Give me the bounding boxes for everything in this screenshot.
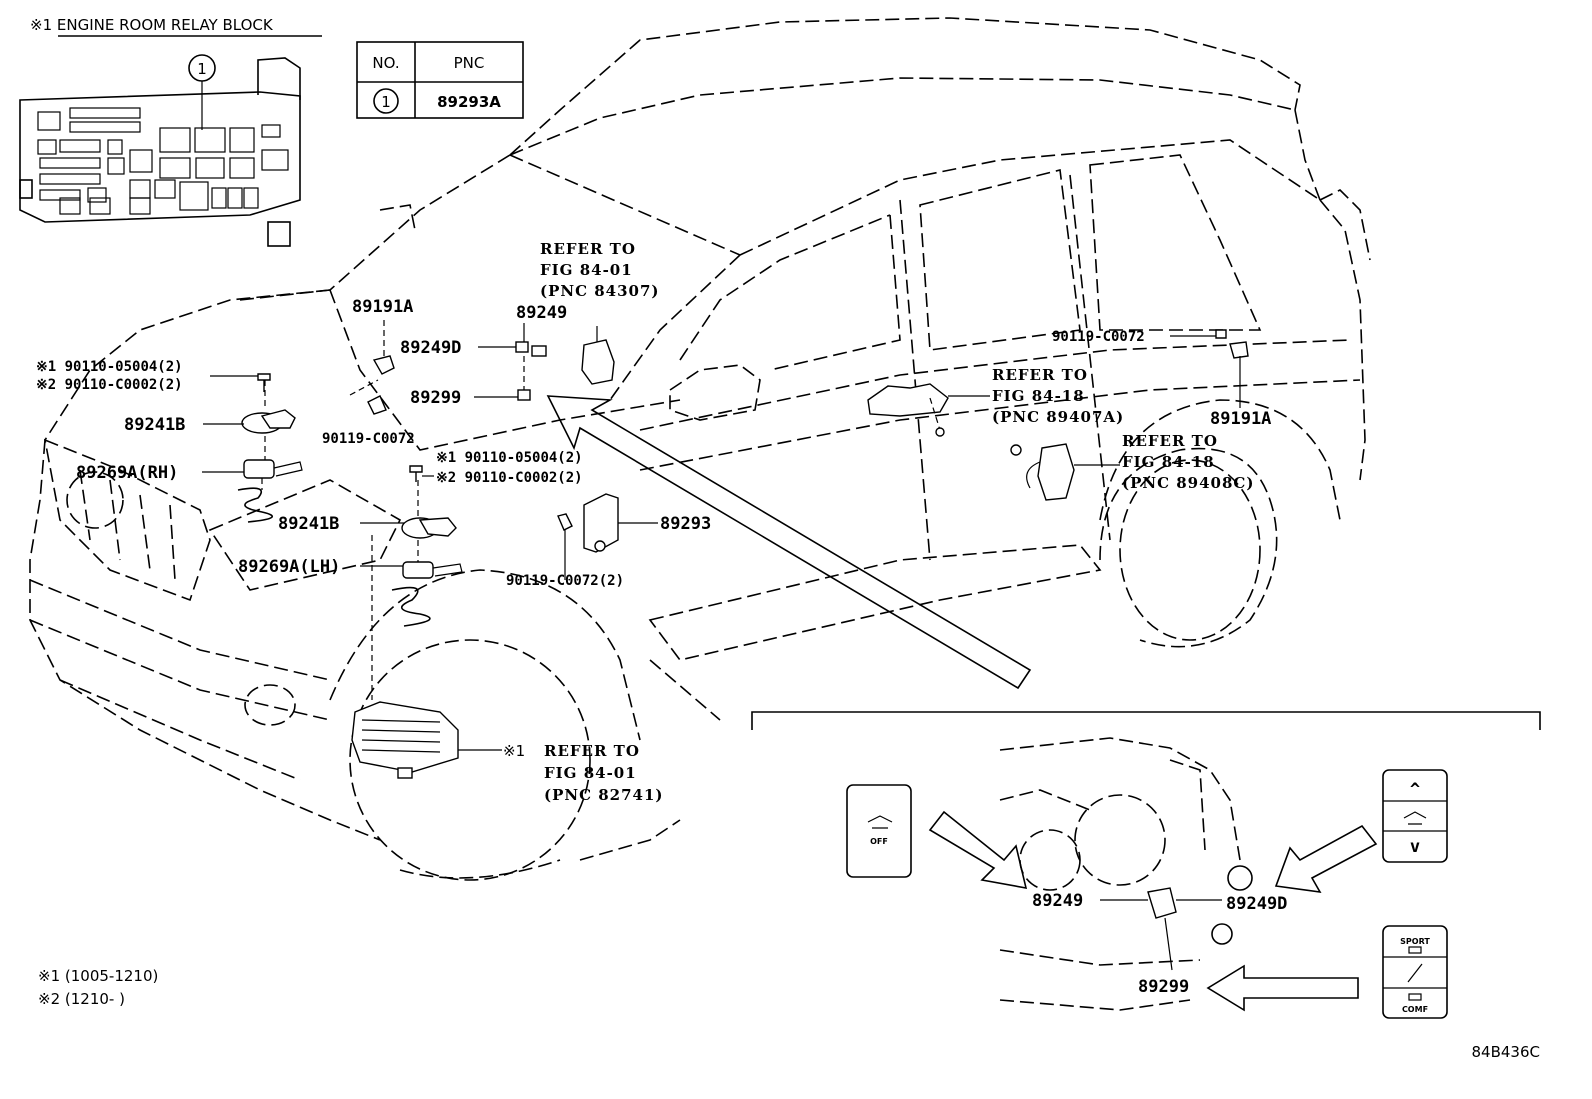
reference-84307: REFER TO FIG 84-01 (PNC 84307): [540, 240, 660, 300]
leader-lines: [202, 323, 1241, 751]
sensor-89191a-rear: [1215, 329, 1249, 359]
label-89299-top: 89299: [410, 388, 461, 408]
pnc-table: NO. PNC 1 89293A: [356, 41, 524, 119]
label-89249-top: 89249: [516, 303, 567, 323]
ref-82741-line1: REFER TO: [544, 742, 640, 760]
inset-dashboard: OFF ^ v SPORT COMF 89249 89249D 89299: [751, 711, 1541, 1019]
pnc-table-header-pnc: PNC: [454, 54, 485, 72]
switch-comf-label: COMF: [1402, 1005, 1428, 1014]
part-labels: 89191A 89249 89249D 89299 90119-C0072 ※1…: [36, 297, 1271, 760]
label-bolt-left-1: ※1 90110-05004(2): [36, 359, 183, 375]
ref-82741-line2: FIG 84-01: [544, 764, 637, 782]
label-89249d-top: 89249D: [400, 338, 461, 358]
figure-id: 84B436C: [1472, 1043, 1540, 1061]
height-sensor-lh: [371, 480, 463, 700]
label-89241b-rh: 89241B: [124, 415, 185, 435]
relay-box-lower: [351, 701, 459, 779]
label-bolt-mid-1: ※1 90110-05004(2): [436, 450, 583, 466]
label-89241b-lh: 89241B: [278, 514, 339, 534]
footnote-2: ※2 (1210- ): [38, 990, 125, 1008]
label-bolt-mid-2: ※2 90110-C0002(2): [436, 470, 583, 486]
ref-84307-line1: REFER TO: [540, 240, 636, 258]
actuator-84307: [581, 326, 615, 385]
inset-label-89249: 89249: [1032, 891, 1083, 911]
switch-down-label: v: [1410, 837, 1420, 857]
sensor-89191a-front: [349, 320, 395, 415]
ref-89407a-line2: FIG 84-18: [992, 387, 1085, 405]
relay-block-drawing: 1: [19, 54, 301, 247]
inset-label-89249d: 89249D: [1226, 894, 1287, 914]
ref-84307-line3: (PNC 84307): [540, 282, 660, 300]
label-89269a-rh: 89269A(RH): [76, 463, 178, 483]
switch-parts-top: [515, 341, 547, 401]
label-90119-top: 90119-C0072: [322, 431, 415, 447]
bolt-top-left: [257, 373, 271, 392]
reference-89407a: REFER TO FIG 84-18 (PNC 89407A): [992, 366, 1124, 426]
sensor-89408c: [1010, 443, 1075, 501]
ref-89407a-line3: (PNC 89407A): [992, 408, 1124, 426]
ref-89408c-line1: REFER TO: [1122, 432, 1218, 450]
footnotes: ※1 (1005-1210) ※2 (1210- ): [38, 967, 158, 1008]
reference-82741: REFER TO FIG 84-01 (PNC 82741): [544, 742, 664, 804]
reference-89408c: REFER TO FIG 84-18 (PNC 89408C): [1122, 432, 1254, 492]
sensor-89407a: [867, 383, 949, 437]
label-89191a-rear: 89191A: [1210, 409, 1271, 429]
vehicle-outline: [29, 17, 1371, 881]
pnc-table-row-no: 1: [381, 93, 391, 111]
label-90119-right: 90119-C0072: [1052, 329, 1145, 345]
switch-sport-label: SPORT: [1400, 937, 1430, 946]
label-89191a-front: 89191A: [352, 297, 413, 317]
relay-block-title: ※1 ENGINE ROOM RELAY BLOCK: [30, 16, 274, 34]
ref-89408c-line2: FIG 84-18: [1122, 453, 1215, 471]
label-90119-mid: 90119-C0072(2): [506, 573, 624, 589]
pnc-table-row-pnc: 89293A: [437, 93, 501, 111]
label-bolt-left-2: ※2 90110-C0002(2): [36, 377, 183, 393]
label-89293: 89293: [660, 514, 711, 534]
pnc-table-header-no: NO.: [372, 54, 399, 72]
direction-arrow: [546, 395, 1032, 690]
footnote-1: ※1 (1005-1210): [38, 967, 158, 985]
ref-89408c-line3: (PNC 89408C): [1122, 474, 1254, 492]
ecu-89293: [557, 493, 619, 580]
relay-block-header: ※1 ENGINE ROOM RELAY BLOCK: [30, 16, 322, 37]
ref-82741-line3: (PNC 82741): [544, 786, 664, 804]
ref-84307-line2: FIG 84-01: [540, 261, 633, 279]
switch-off-label: OFF: [870, 837, 888, 846]
label-relay-ref-mark: ※1: [503, 742, 525, 760]
height-sensor-rh: [237, 380, 303, 523]
inset-label-89299: 89299: [1138, 977, 1189, 997]
switch-up-label: ^: [1410, 780, 1420, 800]
relay-callout-number: 1: [197, 60, 207, 78]
label-89269a-lh: 89269A(LH): [238, 557, 340, 577]
bolt-mid: [409, 465, 423, 482]
ref-89407a-line1: REFER TO: [992, 366, 1088, 384]
